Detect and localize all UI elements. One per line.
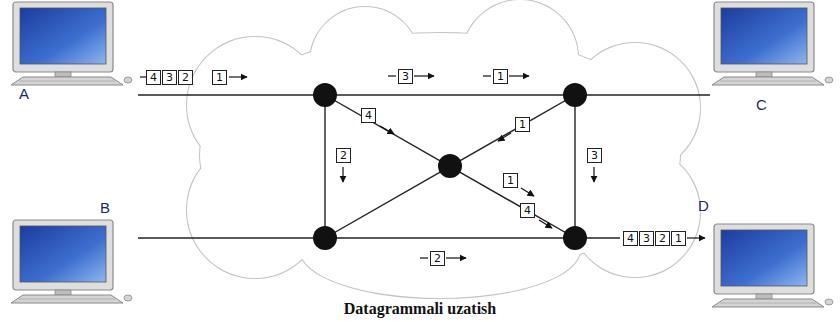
packet-box: 1 bbox=[212, 70, 227, 85]
packet-box: 3 bbox=[587, 148, 602, 163]
packet-number: 3 bbox=[402, 70, 409, 83]
packet-box: 4 bbox=[146, 70, 161, 85]
packet-number: 2 bbox=[434, 252, 441, 265]
router-node bbox=[313, 83, 587, 250]
packet-number: 1 bbox=[519, 118, 526, 131]
computer-node: A bbox=[5, 0, 135, 104]
computer-node: D bbox=[690, 194, 838, 310]
packet-number: 3 bbox=[166, 71, 173, 84]
packet-number: 3 bbox=[591, 149, 598, 162]
packet-number: 1 bbox=[216, 71, 223, 84]
packet-box: 3 bbox=[398, 69, 413, 84]
computer-icon bbox=[712, 2, 833, 85]
computer-icon bbox=[11, 2, 132, 85]
host-label: D bbox=[698, 198, 709, 214]
packet-number: 4 bbox=[150, 71, 157, 84]
packet-number: 2 bbox=[659, 232, 666, 245]
packet-number: 1 bbox=[497, 70, 504, 83]
packet-box: 1 bbox=[503, 173, 518, 188]
packet-box: 3 bbox=[162, 70, 177, 85]
packet-box: 3 bbox=[639, 231, 654, 246]
network-links bbox=[138, 95, 710, 238]
direction-arrow bbox=[140, 76, 705, 258]
packet-number: 4 bbox=[524, 204, 531, 217]
packet-number: 4 bbox=[365, 109, 372, 122]
packet-box: 1 bbox=[671, 231, 686, 246]
packet-box: 4 bbox=[361, 108, 376, 123]
packet-box: 4 bbox=[623, 231, 638, 246]
figure-caption: Datagrammali uzatish bbox=[0, 300, 840, 318]
packet-box: 2 bbox=[178, 70, 193, 85]
computer-node: C bbox=[706, 0, 836, 115]
host-label: A bbox=[19, 86, 29, 102]
host-label: B bbox=[100, 200, 110, 216]
packet-number: 3 bbox=[643, 232, 650, 245]
computer-node: B bbox=[5, 196, 135, 306]
packet-number: 2 bbox=[340, 149, 347, 162]
packet-box: 2 bbox=[430, 251, 445, 266]
packet-box: 1 bbox=[515, 117, 530, 132]
network-cloud bbox=[187, 0, 700, 298]
host-label: C bbox=[756, 97, 767, 113]
packet-box: 2 bbox=[655, 231, 670, 246]
packet-number: 2 bbox=[182, 71, 189, 84]
packet-number: 1 bbox=[675, 232, 682, 245]
packet-number: 4 bbox=[627, 232, 634, 245]
packet-box: 4 bbox=[520, 203, 535, 218]
computer-icon bbox=[11, 220, 132, 303]
packet-number: 1 bbox=[507, 174, 514, 187]
computer-icon bbox=[712, 224, 833, 307]
packet-box: 1 bbox=[493, 69, 508, 84]
packet-box: 2 bbox=[336, 148, 351, 163]
